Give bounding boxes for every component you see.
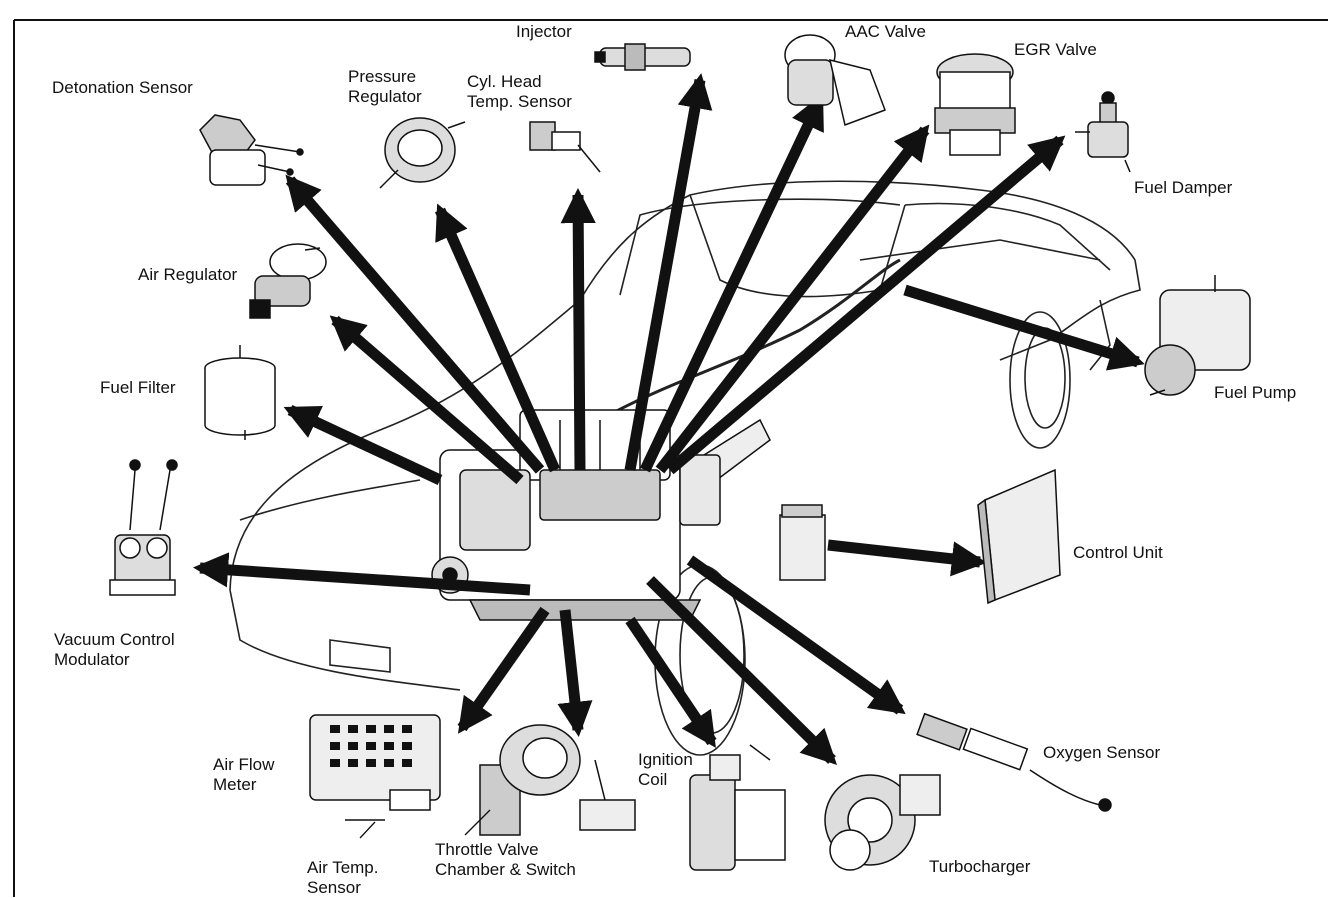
label-vacuum-control-modulator: Vacuum Control Modulator (54, 630, 175, 670)
arrows (200, 80, 1138, 760)
arrow-cyl-head-temp (578, 195, 580, 470)
aac-valve-icon (785, 35, 885, 125)
label-cyl-head-temp-sensor: Cyl. Head Temp. Sensor (467, 72, 572, 112)
label-air-temp-sensor: Air Temp. Sensor (307, 858, 379, 898)
pointer-lines (360, 810, 490, 838)
arrow-fuel-filter (290, 410, 440, 480)
fuel-pump-icon (1145, 275, 1250, 395)
label-turbocharger: Turbocharger (929, 857, 1030, 877)
air-flow-meter-icon (310, 715, 440, 820)
label-pressure-regulator: Pressure Regulator (348, 67, 422, 107)
throttle-valve-icon (480, 725, 635, 835)
cyl-head-temp-sensor-icon (530, 122, 600, 172)
control-unit-icon (780, 470, 1060, 603)
fuel-damper-icon (1075, 92, 1130, 172)
label-injector: Injector (516, 22, 572, 42)
arrow-turbocharger (650, 580, 832, 760)
arrow-egr-valve (660, 130, 925, 470)
label-throttle-valve: Throttle Valve Chamber & Switch (435, 840, 576, 880)
label-ignition-coil: Ignition Coil (638, 750, 693, 790)
label-fuel-filter: Fuel Filter (100, 378, 176, 398)
label-control-unit: Control Unit (1073, 543, 1163, 563)
arrow-oxygen-sensor (690, 560, 900, 710)
fuel-filter-icon (205, 345, 275, 440)
air-regulator-icon (250, 244, 326, 318)
detonation-sensor-icon (200, 115, 303, 185)
pressure-regulator-icon (380, 118, 465, 188)
vacuum-control-modulator-icon (110, 460, 177, 595)
turbocharger-icon (825, 775, 940, 870)
egr-valve-icon (935, 54, 1015, 155)
label-air-regulator: Air Regulator (138, 265, 237, 285)
label-aac-valve: AAC Valve (845, 22, 926, 42)
arrow-ignition-coil (630, 620, 712, 742)
injector-icon (595, 44, 690, 70)
label-air-flow-meter: Air Flow Meter (213, 755, 274, 795)
label-fuel-damper: Fuel Damper (1134, 178, 1232, 198)
arrow-control-unit (828, 545, 980, 562)
label-egr-valve: EGR Valve (1014, 40, 1097, 60)
label-detonation-sensor: Detonation Sensor (52, 78, 193, 98)
arrow-air-flow-meter (462, 610, 545, 728)
ignition-coil-icon (690, 745, 785, 870)
label-oxygen-sensor: Oxygen Sensor (1043, 743, 1160, 763)
label-fuel-pump: Fuel Pump (1214, 383, 1296, 403)
arrow-throttle-valve (565, 610, 578, 730)
